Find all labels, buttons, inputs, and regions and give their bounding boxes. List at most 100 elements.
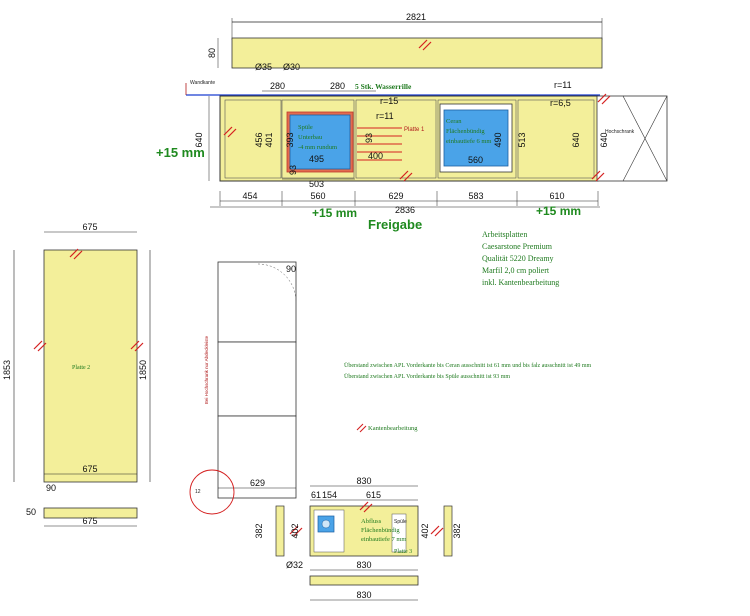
dim-r11-top: r=11: [554, 80, 572, 90]
dim-401: 401: [264, 132, 274, 147]
dim-400: 400: [368, 151, 383, 161]
dim-2821: 2821: [406, 12, 426, 22]
plus15-bottom: +15 mm: [312, 206, 357, 220]
plate2-width-top: 675: [82, 222, 97, 232]
sink-label-2: Unterbau: [298, 134, 323, 141]
abfluss-label-2: Flächenbündig: [361, 527, 400, 534]
tall-cabinet: [596, 95, 668, 182]
plate2-angle: 90: [46, 483, 56, 493]
plate2-width-mid: 675: [82, 464, 97, 474]
ceran-label-2: Flächenbündig: [446, 128, 485, 135]
plate3-d32: Ø32: [286, 560, 303, 570]
seg-610: 610: [549, 191, 564, 201]
plate3-h382-left: 382: [254, 523, 264, 538]
seg-629: 629: [388, 191, 403, 201]
note-line-2: Überstand zwischen APL Vorderkante bis S…: [344, 373, 510, 380]
material-line-3: Qualität 5220 Dreamy: [482, 254, 554, 263]
total-2836: 2836: [395, 205, 415, 215]
plate2-panel: [43, 249, 138, 483]
material-line-1: Arbeitsplatten: [482, 230, 527, 239]
material-line-2: Caesarstone Premium: [482, 242, 553, 251]
cabinet-w629: 629: [250, 478, 265, 488]
dim-r15: r=15: [380, 96, 398, 106]
detail-circle: [189, 469, 235, 515]
dim-d35: Ø35: [255, 62, 272, 72]
plate3-h382-right: 382: [452, 523, 462, 538]
platte-1-panel: [219, 95, 599, 182]
plate3-w830-top: 830: [356, 476, 371, 486]
cabinet-angle: 90: [286, 264, 296, 274]
sink-label-3: -4 mm rundum: [298, 144, 337, 151]
top-edge-strip: 2821 80: [207, 12, 603, 69]
plate3-label: Platte 3: [394, 549, 412, 555]
dim-93: 93: [364, 133, 374, 143]
plate3-w830-bottom: 830: [356, 590, 371, 600]
plate3-h402-left: 402: [290, 523, 300, 538]
wandkante-label: Wandkante: [190, 80, 215, 86]
dim-393: 393: [285, 132, 295, 147]
plate3-h12: 12: [195, 489, 201, 495]
plate3-h402-right: 402: [420, 523, 430, 538]
ceran-label-1: Ceran: [446, 118, 462, 125]
freigabe-label: Freigabe: [368, 217, 422, 232]
ceran-label-3: einbautiefe 6 mm: [446, 138, 491, 145]
plate3-w154: 154: [322, 490, 337, 500]
abfluss-label-3: einbautiefe 7 mm: [361, 536, 406, 543]
plate2-thickness: 50: [26, 507, 36, 517]
material-line-4: Marfil 2,0 cm poliert: [482, 266, 550, 275]
dim-80: 80: [207, 48, 217, 58]
dim-93b: 93: [288, 165, 298, 175]
tall-cabinet-label: Hochschrank: [605, 129, 635, 135]
seg-583: 583: [468, 191, 483, 201]
platte-1-label: Platte 1: [404, 127, 425, 133]
plate-2: 675 Platte 2 1853 1850 675 90 50 675: [2, 222, 151, 527]
plate2-width-bottom: 675: [82, 516, 97, 526]
kante-marks-main: [223, 93, 611, 182]
seg-560: 560: [310, 191, 325, 201]
plus15-left: +15 mm: [156, 145, 205, 160]
dim-456: 456: [254, 132, 264, 147]
plate-3: 830 61 154 615 Spüle Abfluss Flächenbünd…: [195, 476, 462, 601]
cabinet-elevation: 90 629 Bei Hochschrank nur Abdeckleiste: [189, 261, 297, 515]
dim-513: 513: [517, 132, 527, 147]
material-note: Arbeitsplatten Caesarstone Premium Quali…: [482, 230, 559, 287]
sink-label-1: Spüle: [298, 124, 313, 131]
plate3-right-strip: [443, 505, 453, 557]
spuele-small-label: Spüle: [394, 519, 407, 525]
abfluss-label-1: Abfluss: [361, 518, 382, 525]
dim-r65: r=6,5: [550, 98, 571, 108]
overhang-notes: Überstand zwischen APL Vorderkante bis C…: [344, 362, 592, 433]
note-line-1: Überstand zwischen APL Vorderkante bis C…: [344, 362, 592, 369]
dim-280b: 280: [330, 81, 345, 91]
dim-640-right: 640: [571, 132, 581, 147]
plate3-w615: 615: [366, 490, 381, 500]
sink-cutout: [289, 114, 351, 170]
plate3-left-strip: [275, 505, 285, 557]
dim-280a: 280: [270, 81, 285, 91]
plate2-height-right: 1850: [138, 360, 148, 380]
seg-454: 454: [242, 191, 257, 201]
dim-503: 503: [309, 179, 324, 189]
dim-r11-mid: r=11: [376, 111, 394, 121]
dim-490: 490: [493, 132, 503, 147]
dim-495: 495: [309, 154, 324, 164]
plus15-right: +15 mm: [536, 204, 581, 218]
kantenbearbeitung-legend: Kantenbearbeitung: [368, 425, 418, 432]
dim-640-left: 640: [194, 132, 204, 147]
edge-strip-panel: [231, 37, 603, 69]
main-countertop: Wandkante Spüle Unterbau -4 mm rundum Ce…: [156, 62, 668, 232]
plate3-w61: 61: [311, 490, 321, 500]
plate2-edge-strip: [43, 507, 138, 519]
plate3-edge-strip: [309, 575, 419, 586]
dim-560b: 560: [468, 155, 483, 165]
wasserrille-grooves: [357, 127, 402, 161]
plate3-w830-mid: 830: [356, 560, 371, 570]
material-line-5: inkl. Kantenbearbeitung: [482, 278, 559, 287]
ceran-cutout: [443, 109, 509, 167]
plate2-label: Platte 2: [72, 365, 90, 371]
dim-d30: Ø30: [283, 62, 300, 72]
cabinet-vertical-note: Bei Hochschrank nur Abdeckleiste: [204, 335, 209, 404]
plate2-height-left: 1853: [2, 360, 12, 380]
